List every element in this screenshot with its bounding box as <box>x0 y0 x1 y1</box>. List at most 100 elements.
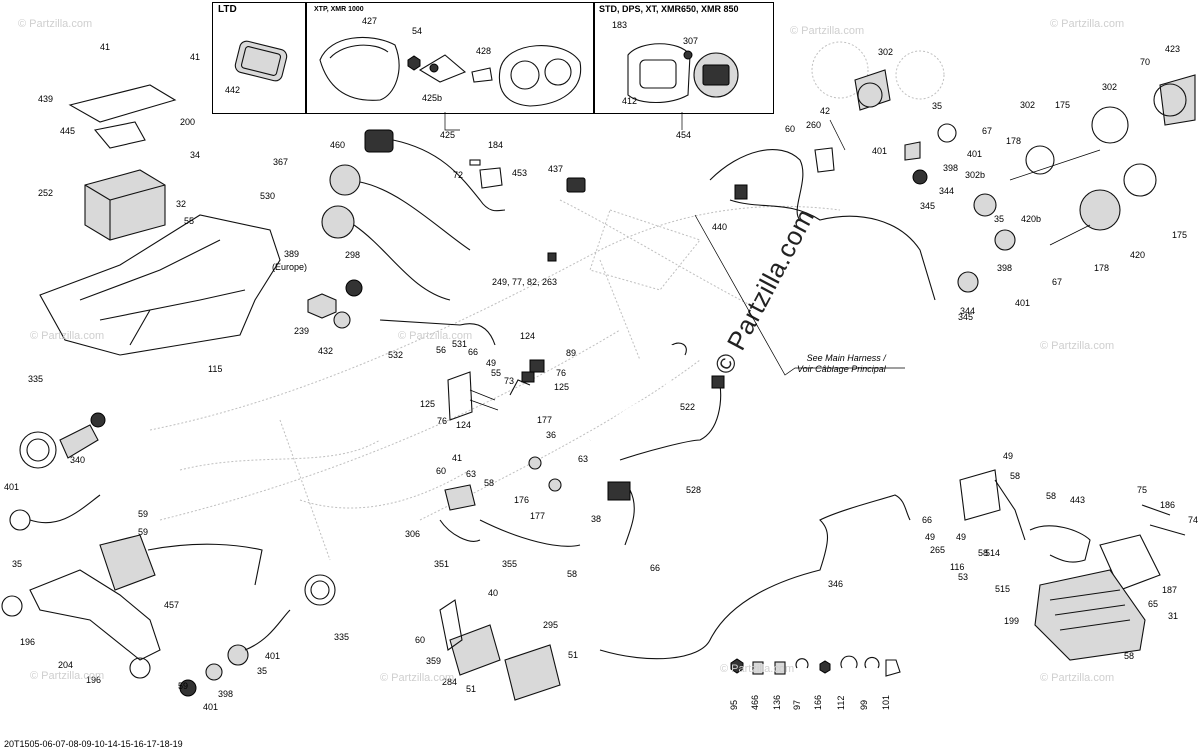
callout-196a: 196 <box>20 637 35 647</box>
callout-115: 115 <box>208 364 222 374</box>
watermark-4: © Partzilla.com <box>1050 18 1125 30</box>
callout-99: 99 <box>859 700 869 710</box>
callout-41b: 41 <box>190 52 200 62</box>
callout-420b: 420b <box>1021 214 1041 224</box>
callout-265: 265 <box>930 545 945 555</box>
callout-58a: 58 <box>484 478 494 488</box>
callout-307: 307 <box>683 36 698 46</box>
callout-398c: 398 <box>218 689 233 699</box>
callout-177b: 177 <box>530 511 545 521</box>
callout-67b: 67 <box>1052 277 1062 287</box>
callout-389sub: (Europe) <box>272 262 307 272</box>
callout-440: 440 <box>712 222 727 232</box>
callout-49c: 49 <box>925 532 935 542</box>
callout-125b: 125 <box>554 382 569 392</box>
callout-344b: 344 <box>960 306 975 316</box>
xtp-group-box <box>306 2 594 114</box>
callout-176: 176 <box>514 495 529 505</box>
callout-60c: 60 <box>415 635 425 645</box>
callout-51a: 51 <box>466 684 476 694</box>
callout-60b: 60 <box>436 466 446 476</box>
callout-345b: 345 <box>958 312 973 322</box>
callout-239: 239 <box>294 326 309 336</box>
callout-58d: 58 <box>978 548 988 558</box>
callout-112: 112 <box>836 696 846 710</box>
callout-401f: 401 <box>265 651 280 661</box>
callout-42: 42 <box>820 106 830 116</box>
callout-184: 184 <box>488 140 503 150</box>
callout-35a: 35 <box>932 101 942 111</box>
callout-260: 260 <box>806 120 821 130</box>
callout-66a: 66 <box>468 347 478 357</box>
callout-401d: 401 <box>4 482 19 492</box>
callout-187: 187 <box>1162 585 1177 595</box>
callout-295: 295 <box>543 620 558 630</box>
callout-59b: 59 <box>138 527 148 537</box>
callout-73: 73 <box>504 376 514 386</box>
callout-306: 306 <box>405 529 420 539</box>
callout-49b: 49 <box>1003 451 1013 461</box>
callout-249: 249, 77, 82, 263 <box>492 277 557 287</box>
callout-335b: 335 <box>334 632 349 642</box>
callout-453: 453 <box>512 168 527 178</box>
callout-466: 466 <box>750 695 760 710</box>
callout-97: 97 <box>792 700 802 710</box>
callout-351: 351 <box>434 559 449 569</box>
callout-425b: 425b <box>422 93 442 103</box>
callout-41c: 41 <box>452 453 462 463</box>
callout-528: 528 <box>686 485 701 495</box>
callout-401b: 401 <box>967 149 982 159</box>
callout-530: 530 <box>260 191 275 201</box>
callout-63a: 63 <box>578 454 588 464</box>
callout-58c: 58 <box>1010 471 1020 481</box>
callout-75: 75 <box>1137 485 1147 495</box>
callout-401e: 401 <box>203 702 218 712</box>
callout-53: 53 <box>958 572 968 582</box>
callout-432: 432 <box>318 346 333 356</box>
callout-74: 74 <box>1188 515 1198 525</box>
callout-49d: 49 <box>956 532 966 542</box>
callout-35d: 35 <box>257 666 267 676</box>
callout-124a: 124 <box>456 420 471 430</box>
watermark-3: © Partzilla.com <box>790 25 865 37</box>
ltd-group-title: LTD <box>218 4 237 15</box>
note-line-1: See Main Harness / <box>806 353 886 363</box>
callout-302a: 302 <box>878 47 893 57</box>
watermark-9: © Partzilla.com <box>720 663 795 675</box>
callout-196b: 196 <box>86 675 101 685</box>
callout-51b: 51 <box>568 650 578 660</box>
diagram-footer: 20T1505-06-07-08-09-10-14-15-16-17-18-19 <box>4 739 183 749</box>
xtp-group-title: XTP, XMR 1000 <box>314 6 364 13</box>
callout-178a: 178 <box>1006 136 1021 146</box>
watermark-10: © Partzilla.com <box>1040 672 1115 684</box>
callout-344a: 344 <box>939 186 954 196</box>
callout-59c: 59 <box>178 681 188 691</box>
callout-442: 442 <box>225 85 240 95</box>
callout-355: 355 <box>502 559 517 569</box>
std-group-box <box>594 2 774 114</box>
callout-178b: 178 <box>1094 263 1109 273</box>
callout-425: 425 <box>440 130 455 140</box>
callout-89: 89 <box>566 348 576 358</box>
callout-345a: 345 <box>920 201 935 211</box>
callout-340: 340 <box>70 455 85 465</box>
callout-423: 423 <box>1165 44 1180 54</box>
callout-389: 389 <box>284 249 299 259</box>
callout-41a: 41 <box>100 42 110 52</box>
callout-58e: 58 <box>1046 491 1056 501</box>
callout-183: 183 <box>612 20 627 30</box>
callout-124b: 124 <box>520 331 535 341</box>
watermark-8: © Partzilla.com <box>380 672 455 684</box>
callout-401c: 401 <box>1015 298 1030 308</box>
callout-302b: 302b <box>965 170 985 180</box>
watermark-6: © Partzilla.com <box>1040 340 1115 352</box>
callout-298: 298 <box>345 250 360 260</box>
callout-454: 454 <box>676 130 691 140</box>
callout-398a: 398 <box>943 163 958 173</box>
callout-175a: 175 <box>1055 100 1070 110</box>
callout-439: 439 <box>38 94 53 104</box>
callout-76a: 76 <box>437 416 447 426</box>
